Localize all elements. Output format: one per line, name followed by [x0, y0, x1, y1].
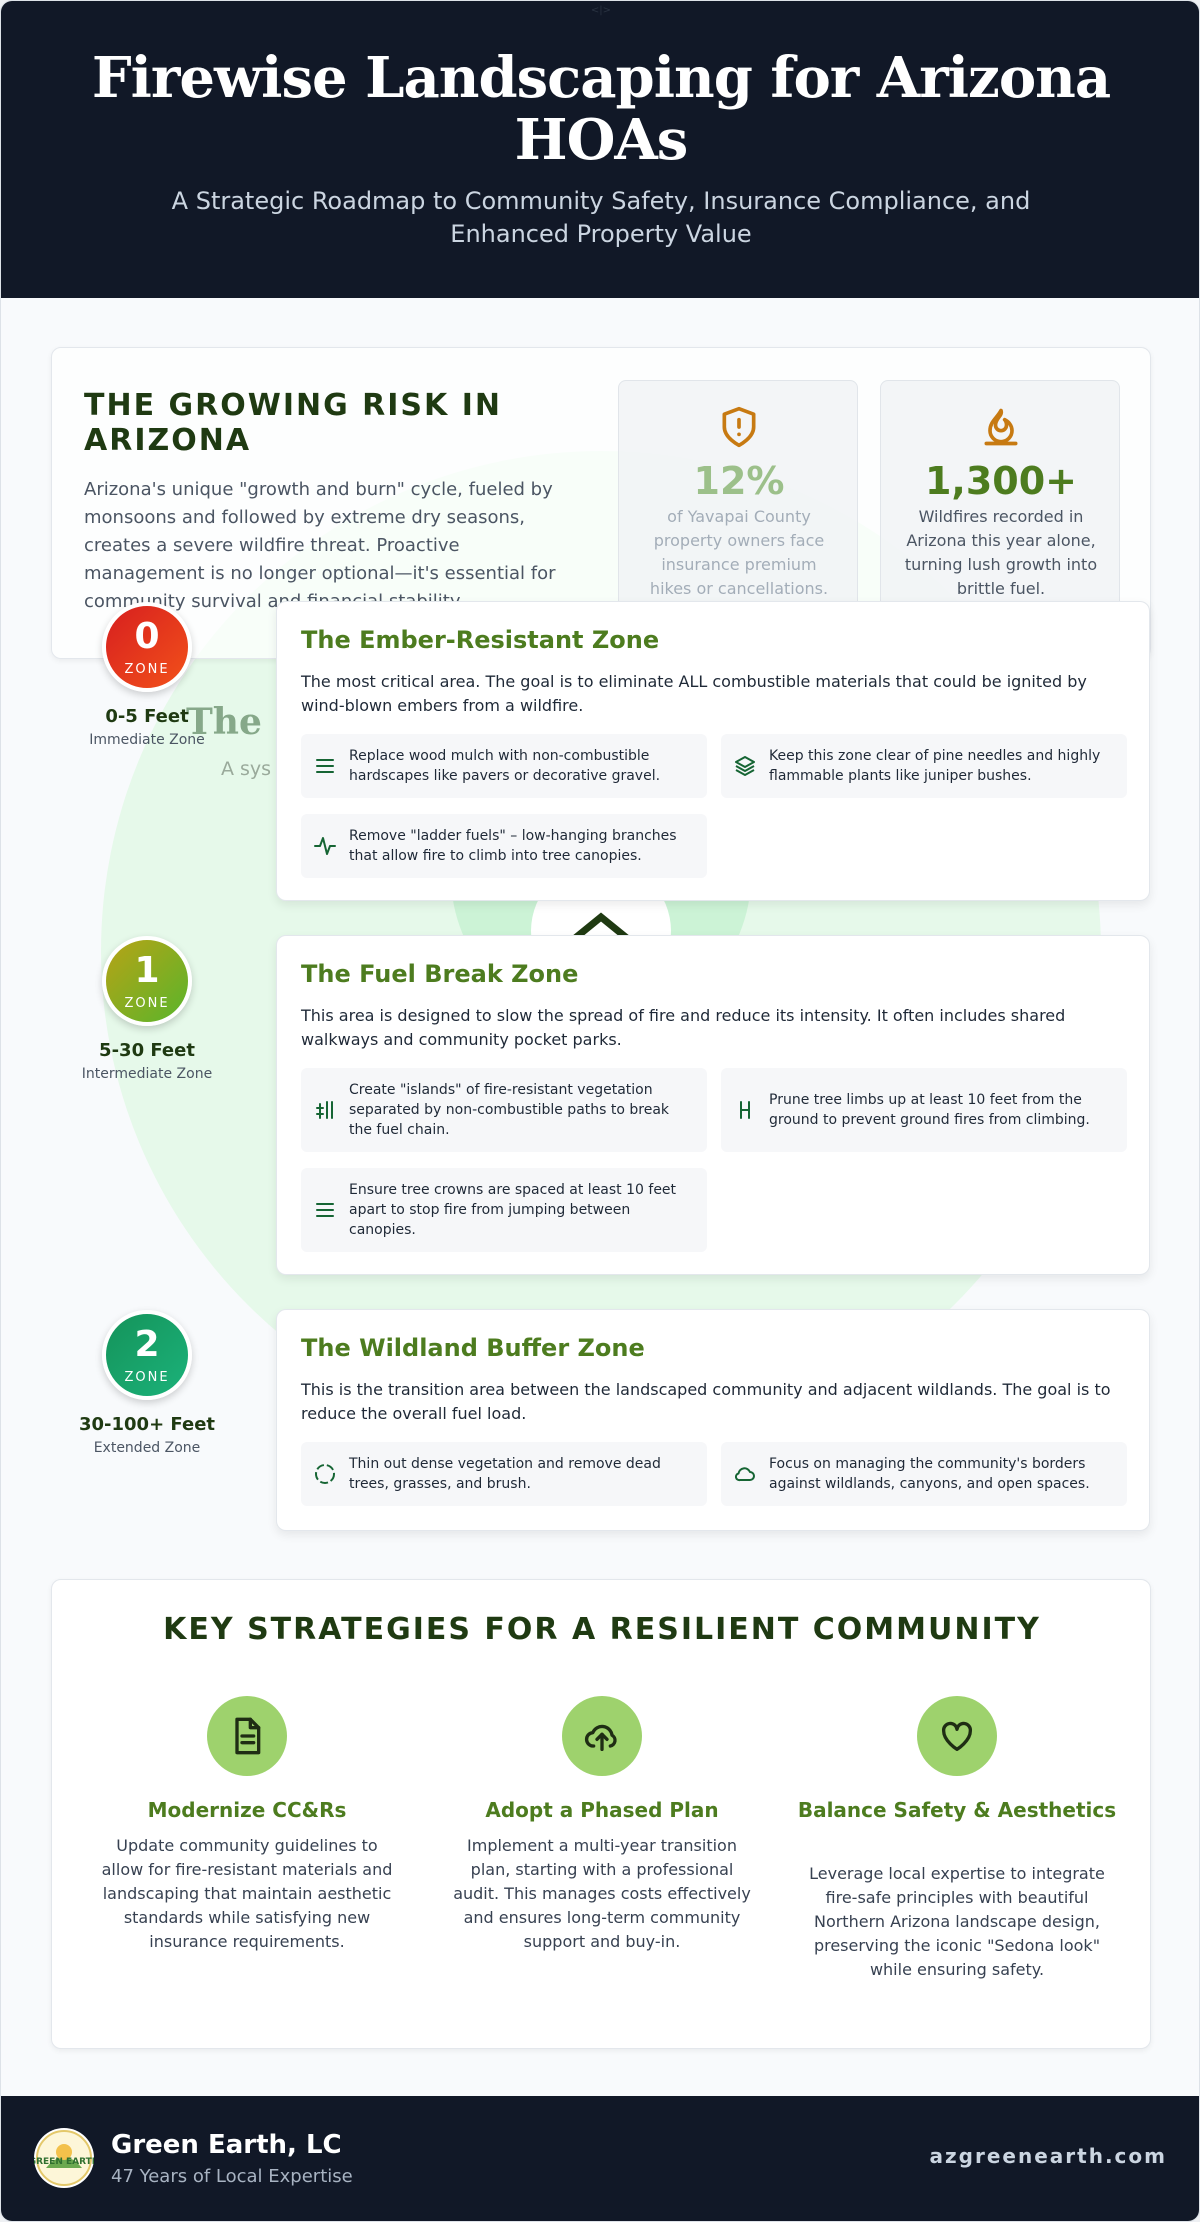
zone-tip: Focus on managing the community's border…	[721, 1442, 1127, 1506]
stat-insurance: 12% of Yavapai County property owners fa…	[618, 380, 858, 640]
tip-text: Create "islands" of fire-resistant veget…	[349, 1082, 670, 1138]
zone-0-card: The Ember-Resistant Zone The most critic…	[276, 601, 1150, 901]
tip-text: Ensure tree crowns are spaced at least 1…	[349, 1182, 677, 1238]
zone-0-badge: 0 ZONE	[102, 602, 192, 692]
tip-text: Thin out dense vegetation and remove dea…	[349, 1456, 661, 1492]
strategy-desc: Leverage local expertise to integrate fi…	[809, 1864, 1105, 1979]
zone-0-distance: 0-5 Feet	[105, 706, 189, 727]
zone-label: ZONE	[124, 996, 170, 1011]
zone-number: 1	[134, 950, 160, 991]
tip-text: Prune tree limbs up at least 10 feet fro…	[769, 1092, 1090, 1128]
zone-1-badge: 1 ZONE	[102, 936, 192, 1026]
strategies-card: KEY STRATEGIES FOR A RESILIENT COMMUNITY…	[51, 1579, 1151, 2049]
strategies-title: KEY STRATEGIES FOR A RESILIENT COMMUNITY	[163, 1612, 1041, 1647]
cloud-icon	[734, 1467, 755, 1482]
zone-number: 2	[134, 1324, 160, 1365]
strategy-title: Adopt a Phased Plan	[485, 1798, 719, 1822]
company-logo: GREEN EARTH	[29, 2128, 99, 2188]
document-icon	[235, 1717, 261, 1755]
zone-1-range: Intermediate Zone	[81, 1066, 213, 1082]
stat-value: 12%	[693, 459, 785, 503]
page-header: <|> Firewise Landscaping for Arizona HOA…	[1, 1, 1199, 298]
strategy-title: Balance Safety & Aesthetics	[797, 1798, 1117, 1822]
page-title: Firewise Landscaping for Arizona HOAs	[91, 45, 1111, 173]
strategy-title: Modernize CC&Rs	[147, 1798, 347, 1822]
logo-icon: GREEN EARTH	[29, 2130, 99, 2186]
zone-title: The Ember-Resistant Zone	[301, 626, 660, 654]
background-subheading: A sys	[221, 758, 272, 780]
activity-icon	[314, 837, 336, 855]
zone-number: 0	[134, 616, 160, 657]
zone-0-range: Immediate Zone	[89, 732, 205, 748]
zone-1-distance: 5-30 Feet	[99, 1040, 195, 1061]
lines-icon	[316, 1203, 334, 1217]
zone-2-badge: 2 ZONE	[102, 1310, 192, 1400]
strategy-desc: Implement a multi-year transition plan, …	[453, 1836, 751, 1951]
zone-2-card: The Wildland Buffer Zone This is the tra…	[276, 1309, 1150, 1531]
strategy-icon-circle	[562, 1696, 642, 1776]
zone-1-card: The Fuel Break Zone This area is designe…	[276, 935, 1150, 1275]
zone-label: ZONE	[124, 1370, 170, 1385]
islands-icon	[316, 1101, 333, 1119]
zone-title: The Fuel Break Zone	[301, 960, 579, 988]
stat-desc: Wildfires recorded in Arizona this year …	[904, 507, 1098, 598]
tip-text: Replace wood mulch with non-combustible …	[349, 748, 661, 784]
zone-tip: Create "islands" of fire-resistant veget…	[301, 1068, 707, 1152]
header-mark: <|>	[590, 5, 612, 16]
website-link[interactable]: azgreenearth.com	[929, 2144, 1167, 2168]
zone-tip: Ensure tree crowns are spaced at least 1…	[301, 1168, 707, 1252]
risk-title: THE GROWING RISK IN ARIZONA	[84, 388, 502, 458]
risk-text: Arizona's unique "growth and burn" cycle…	[84, 479, 556, 612]
company-tagline: 47 Years of Local Expertise	[111, 2166, 353, 2187]
cloud-upload-icon	[584, 1724, 617, 1751]
zone-2-range: Extended Zone	[93, 1440, 201, 1456]
zone-desc: This is the transition area between the …	[301, 1380, 1111, 1423]
zone-tip: Prune tree limbs up at least 10 feet fro…	[721, 1068, 1127, 1152]
strategy-icon-circle	[917, 1696, 997, 1776]
zone-title: The Wildland Buffer Zone	[301, 1334, 645, 1362]
zone-tip: Remove "ladder fuels" – low-hanging bran…	[301, 814, 707, 878]
page-footer: GREEN EARTH Green Earth, LC 47 Years of …	[1, 2096, 1199, 2221]
strategy-icon-circle	[207, 1696, 287, 1776]
heart-icon	[941, 1721, 973, 1751]
company-name: Green Earth, LC	[111, 2130, 342, 2160]
zone-desc: This area is designed to slow the spread…	[301, 1006, 1066, 1049]
zone-tip: Thin out dense vegetation and remove dea…	[301, 1442, 707, 1506]
house-icon	[571, 912, 631, 941]
fire-icon	[984, 408, 1018, 446]
tip-text: Remove "ladder fuels" – low-hanging bran…	[349, 828, 677, 864]
zone-desc: The most critical area. The goal is to e…	[301, 672, 1087, 715]
stat-desc: of Yavapai County property owners face i…	[649, 507, 829, 598]
page-subtitle: A Strategic Roadmap to Community Safety,…	[171, 187, 1031, 248]
stat-wildfires: 1,300+ Wildfires recorded in Arizona thi…	[880, 380, 1120, 640]
zone-2-distance: 30-100+ Feet	[78, 1414, 216, 1435]
tip-text: Focus on managing the community's border…	[769, 1456, 1090, 1492]
circle-dashed-icon	[315, 1464, 335, 1484]
zone-tip: Replace wood mulch with non-combustible …	[301, 734, 707, 798]
zone-label: ZONE	[124, 662, 170, 677]
tip-text: Keep this zone clear of pine needles and…	[769, 748, 1101, 784]
strategy-desc: Update community guidelines to allow for…	[101, 1836, 393, 1951]
svg-text:GREEN EARTH: GREEN EARTH	[34, 2157, 94, 2167]
lines-icon	[316, 759, 334, 773]
prune-icon	[740, 1101, 750, 1119]
zone-tip: Keep this zone clear of pine needles and…	[721, 734, 1127, 798]
background-heading: The	[186, 701, 262, 743]
stat-value: 1,300+	[924, 459, 1078, 503]
layers-icon	[735, 756, 755, 776]
shield-alert-icon	[722, 406, 756, 448]
